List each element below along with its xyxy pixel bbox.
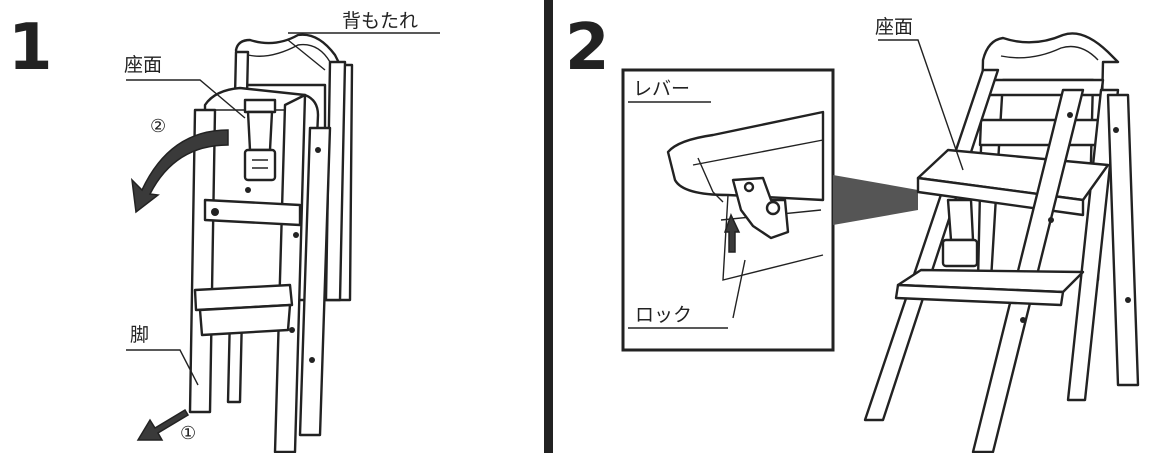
step-1-panel: 1 — [0, 0, 545, 453]
seat-label: 座面 — [124, 54, 163, 76]
front-leg-left — [188, 108, 217, 414]
footrest — [193, 283, 294, 312]
front-leg-right — [273, 93, 307, 453]
zoom-connector — [833, 175, 918, 225]
seat-label: 座面 — [875, 16, 914, 38]
front-leg-right — [1106, 93, 1140, 387]
lever-leader — [697, 157, 724, 203]
lock-mechanism — [731, 176, 790, 240]
backrest-leader — [287, 39, 326, 71]
belt-buckle — [941, 238, 979, 268]
rotate-arrow — [130, 129, 229, 214]
belt-top — [243, 98, 277, 114]
step-circle-2: ② — [150, 116, 167, 137]
panel-divider — [544, 0, 553, 453]
leg-leader — [126, 349, 199, 386]
seat-leader — [126, 79, 246, 119]
belt-strap — [946, 198, 975, 242]
pull-arrow — [136, 408, 190, 441]
leg-label: 脚 — [130, 324, 150, 346]
lock-leader — [732, 259, 746, 319]
up-arrow — [723, 213, 741, 253]
cross-bar — [203, 198, 302, 227]
step-2-panel: 2 — [553, 0, 1162, 453]
backrest-rail-top — [979, 78, 1105, 97]
step-1-number: 1 — [8, 11, 53, 85]
unfolded-chair-illustration — [621, 32, 1140, 453]
step-circle-1: ① — [180, 423, 197, 444]
front-leg-far — [298, 126, 332, 437]
backrest-label: 背もたれ — [342, 10, 419, 32]
lock-label: ロック — [635, 304, 693, 326]
folded-chair-illustration — [126, 32, 440, 453]
lever-label: レバー — [633, 78, 691, 100]
belt-buckle — [243, 148, 277, 182]
backrest-rail-mid — [978, 118, 1103, 147]
step-2-number: 2 — [565, 11, 610, 85]
belt-strap — [246, 110, 274, 152]
seat-leader — [878, 39, 964, 171]
